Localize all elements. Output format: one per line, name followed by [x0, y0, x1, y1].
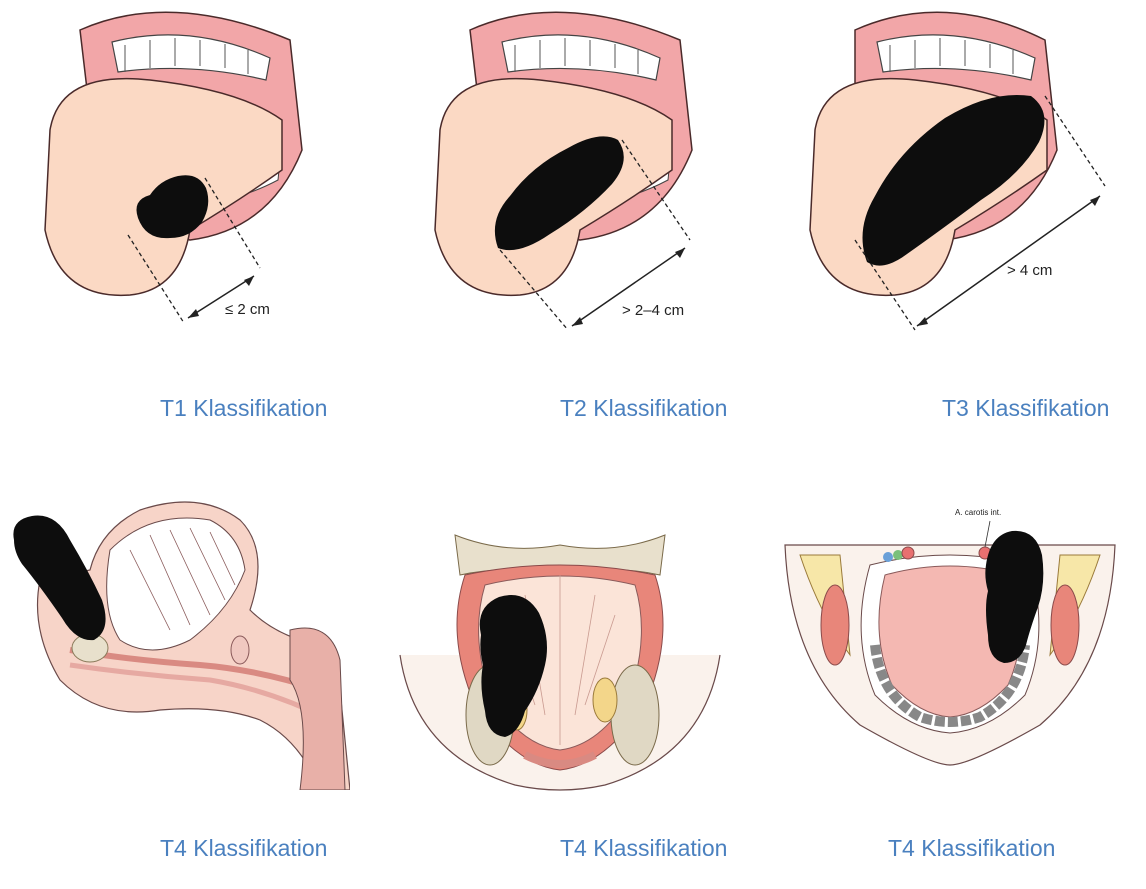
- caption-t4-b: T4 Klassifikation: [560, 835, 727, 862]
- carotis-annotation: A. carotis int.: [955, 508, 1001, 517]
- panel-t3: > 4 cm: [795, 0, 1125, 340]
- panel-t4-axial: A. carotis int.: [780, 495, 1120, 785]
- caption-t1: T1 Klassifikation: [160, 395, 327, 422]
- coronal-illustration: [395, 515, 725, 805]
- caption-t3: T3 Klassifikation: [942, 395, 1109, 422]
- tongue-illustration-t1: ≤ 2 cm: [20, 0, 320, 340]
- caption-t2: T2 Klassifikation: [560, 395, 727, 422]
- measure-label-t3: > 4 cm: [1007, 262, 1052, 279]
- panel-t4-sagittal: [0, 490, 350, 790]
- axial-illustration: A. carotis int.: [780, 495, 1120, 785]
- panel-t1: ≤ 2 cm: [20, 0, 320, 340]
- caption-t4-a: T4 Klassifikation: [160, 835, 327, 862]
- panel-t4-coronal: [395, 515, 725, 805]
- caption-t4-c: T4 Klassifikation: [888, 835, 1055, 862]
- tongue-illustration-t3: > 4 cm: [795, 0, 1125, 340]
- measure-label-t2: > 2–4 cm: [622, 302, 684, 319]
- tongue-illustration-t2: > 2–4 cm: [400, 0, 720, 340]
- measure-label-t1: ≤ 2 cm: [225, 301, 270, 318]
- sagittal-illustration: [0, 490, 350, 790]
- panel-t2: > 2–4 cm: [400, 0, 720, 340]
